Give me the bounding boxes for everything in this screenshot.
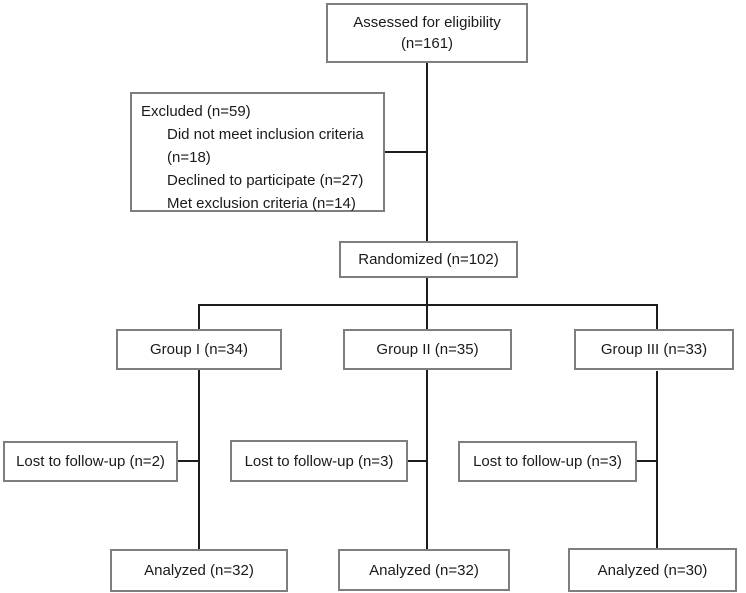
group-1-label: Group I (n=34) (150, 341, 248, 358)
group-3-label: Group III (n=33) (600, 341, 708, 358)
node-lost-to-follow-up-3: Lost to follow-up (n=3) (458, 441, 637, 482)
assessed-count: (n=161) (400, 35, 454, 52)
node-group-3: Group III (n=33) (574, 329, 734, 370)
connector-branch-to-group2 (426, 304, 428, 330)
lost-1-label: Lost to follow-up (n=2) (16, 453, 165, 470)
analyzed-3-label: Analyzed (n=30) (597, 561, 708, 579)
node-lost-to-follow-up-1: Lost to follow-up (n=2) (3, 441, 178, 482)
connector-lost2 (407, 460, 428, 462)
lost-3-label: Lost to follow-up (n=3) (473, 453, 622, 470)
node-group-2: Group II (n=35) (343, 329, 512, 370)
node-excluded: Excluded (n=59) Did not meet inclusion c… (130, 92, 385, 212)
node-assessed-for-eligibility: Assessed for eligibility (n=161) (326, 3, 528, 63)
excluded-title: Excluded (n=59) (141, 103, 251, 120)
node-group-1: Group I (n=34) (116, 329, 282, 370)
excluded-item-exclusion-criteria: Met exclusion criteria (n=14) (167, 195, 356, 212)
node-analyzed-1: Analyzed (n=32) (110, 549, 288, 592)
connector-excluded-branch (384, 151, 428, 153)
connector-lost3 (636, 460, 658, 462)
connector-group1-to-analyzed1 (198, 369, 200, 550)
connector-branch-to-group1 (198, 304, 200, 330)
excluded-item-inclusion-criteria: Did not meet inclusion criteria (n=18) (167, 126, 364, 166)
analyzed-2-label: Analyzed (n=32) (369, 561, 479, 579)
excluded-item-declined: Declined to participate (n=27) (167, 172, 364, 189)
lost-2-label: Lost to follow-up (n=3) (244, 452, 394, 470)
node-randomized: Randomized (n=102) (339, 241, 518, 278)
connector-randomized-to-branch (426, 277, 428, 306)
randomized-label: Randomized (n=102) (358, 251, 499, 268)
assessed-line1: Assessed for eligibility (353, 14, 501, 31)
node-analyzed-3: Analyzed (n=30) (568, 548, 737, 592)
connector-branch-horizontal (198, 304, 658, 306)
connector-lost1 (177, 460, 200, 462)
analyzed-1-label: Analyzed (n=32) (144, 562, 254, 579)
connector-group2-to-analyzed2 (426, 369, 428, 550)
group-2-label: Group II (n=35) (376, 341, 479, 358)
node-analyzed-2: Analyzed (n=32) (338, 549, 510, 591)
connector-branch-to-group3 (656, 304, 658, 330)
node-lost-to-follow-up-2: Lost to follow-up (n=3) (230, 440, 408, 482)
